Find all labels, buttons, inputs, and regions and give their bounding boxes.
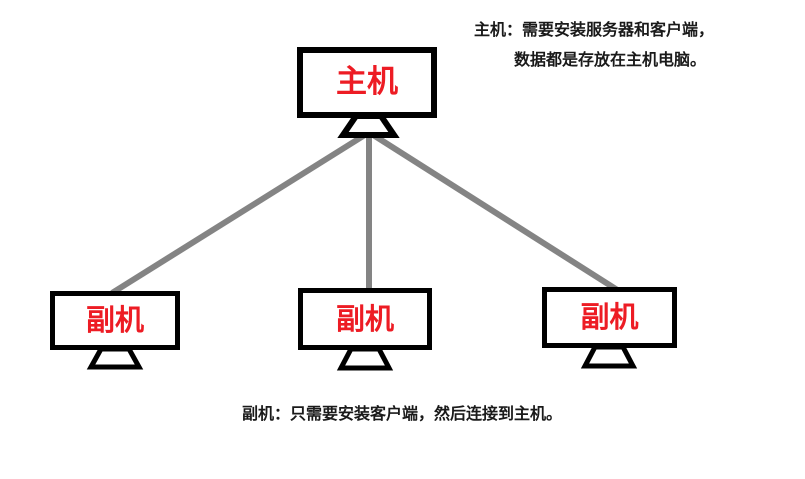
- host-monitor: 主机: [297, 47, 437, 118]
- client-monitor-1: 副机: [50, 291, 180, 350]
- host-annotation-line2: 数据都是存放在主机电脑。: [514, 50, 707, 69]
- client-monitor-3: 副机: [542, 287, 677, 348]
- client-monitor-1-label: 副机: [85, 303, 144, 337]
- client1-monitor-stand: [86, 346, 144, 370]
- client-monitor-3-label: 副机: [580, 300, 639, 334]
- host-monitor-stand: [337, 113, 400, 138]
- connection-line-host-client1: [110, 130, 370, 296]
- connection-line-host-client3: [368, 130, 621, 294]
- host-annotation: 主机：需要安装服务器和客户端， 数据都是存放在主机电脑。: [474, 15, 714, 75]
- client-monitor-2: 副机: [298, 288, 432, 350]
- client3-monitor-stand: [580, 344, 638, 369]
- client-annotation: 副机：只需要安装客户端，然后连接到主机。: [242, 404, 563, 423]
- client2-monitor-stand: [336, 346, 394, 371]
- client-monitor-2-label: 副机: [335, 301, 394, 336]
- host-annotation-line1: 主机：需要安装服务器和客户端，: [474, 20, 715, 39]
- host-monitor-label: 主机: [336, 64, 398, 100]
